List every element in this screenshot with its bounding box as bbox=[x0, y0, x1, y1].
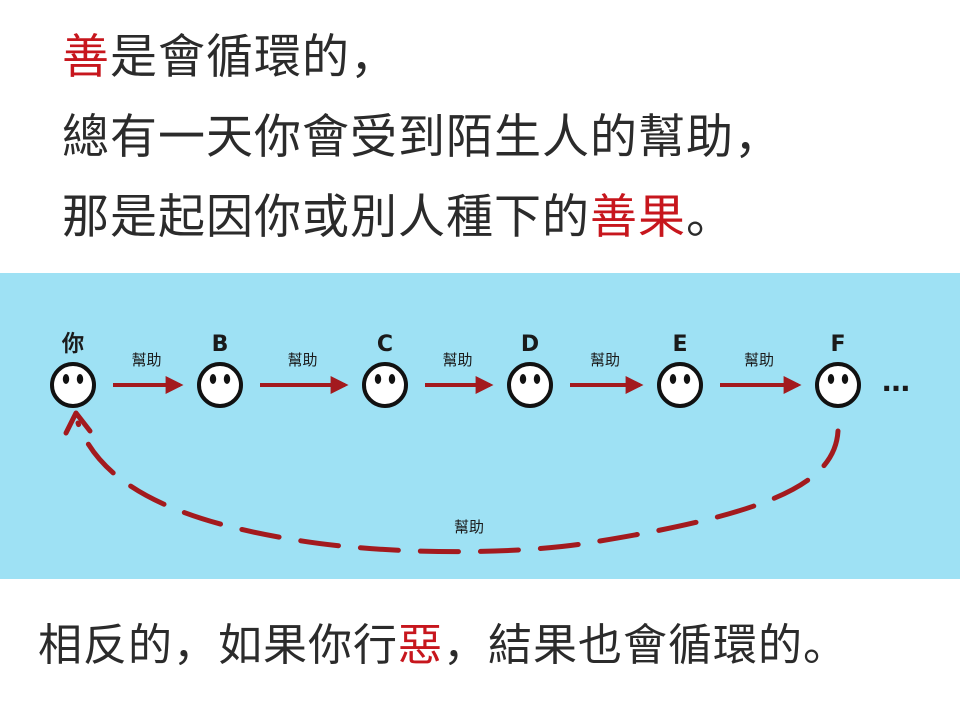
ellipsis: … bbox=[882, 365, 910, 398]
footer-text-end: ，結果也會循環的。 bbox=[443, 620, 848, 671]
eye-icon bbox=[841, 374, 849, 384]
footer-accent-evil: 惡 bbox=[398, 620, 443, 671]
heading-accent-good-fruit: 善果 bbox=[590, 190, 686, 245]
eye-icon bbox=[683, 374, 691, 384]
node: B bbox=[197, 332, 243, 408]
node-label: F bbox=[830, 332, 845, 357]
heading-line-2: 總有一天你會受到陌生人的幫助， bbox=[62, 110, 782, 165]
node-label: 你 bbox=[61, 332, 84, 357]
face-icon bbox=[815, 362, 861, 408]
face-icon bbox=[362, 362, 408, 408]
heading-line-3-text: 那是起因你或別人種下的 bbox=[62, 190, 590, 245]
eye-icon bbox=[223, 374, 231, 384]
heading-line-3-end: 。 bbox=[686, 190, 734, 245]
footer-text-start: 相反的，如果你行 bbox=[38, 620, 398, 671]
arrows-layer: 幫助 幫助 幫助 幫助 幫助 bbox=[113, 351, 802, 394]
node: C bbox=[362, 332, 408, 408]
eye-icon bbox=[388, 374, 396, 384]
eye-icon bbox=[669, 374, 677, 384]
node-label: D bbox=[521, 332, 539, 357]
heading-line-1: 善是會循環的， bbox=[62, 30, 398, 86]
return-help-label: 幫助 bbox=[454, 518, 484, 536]
node: E bbox=[657, 332, 703, 408]
eye-icon bbox=[76, 374, 84, 384]
eye-icon bbox=[209, 374, 217, 384]
node-label: E bbox=[672, 332, 687, 357]
heading-line-1-text: 是會循環的， bbox=[110, 30, 398, 85]
help-label: 幫助 bbox=[744, 351, 774, 369]
node: D bbox=[507, 332, 553, 408]
help-label: 幫助 bbox=[442, 351, 472, 369]
return-dashed-arrow bbox=[75, 420, 841, 555]
help-label: 幫助 bbox=[287, 351, 317, 369]
eye-icon bbox=[374, 374, 382, 384]
heading-accent-good: 善 bbox=[62, 30, 110, 85]
face-icon bbox=[657, 362, 703, 408]
node-label: C bbox=[377, 332, 393, 357]
face-icon bbox=[50, 362, 96, 408]
return-arrowhead bbox=[63, 410, 93, 436]
footer-text: 相反的，如果你行惡，結果也會循環的。 bbox=[38, 618, 848, 674]
node: 你 bbox=[50, 332, 96, 408]
eye-icon bbox=[519, 374, 527, 384]
eye-icon bbox=[827, 374, 835, 384]
node: F bbox=[815, 332, 861, 408]
heading-line-3: 那是起因你或別人種下的善果。 bbox=[62, 190, 734, 246]
help-label: 幫助 bbox=[131, 351, 161, 369]
eye-icon bbox=[62, 374, 70, 384]
eye-icon bbox=[533, 374, 541, 384]
node-label: B bbox=[212, 332, 229, 357]
face-icon bbox=[507, 362, 553, 408]
face-icon bbox=[197, 362, 243, 408]
help-label: 幫助 bbox=[590, 351, 620, 369]
